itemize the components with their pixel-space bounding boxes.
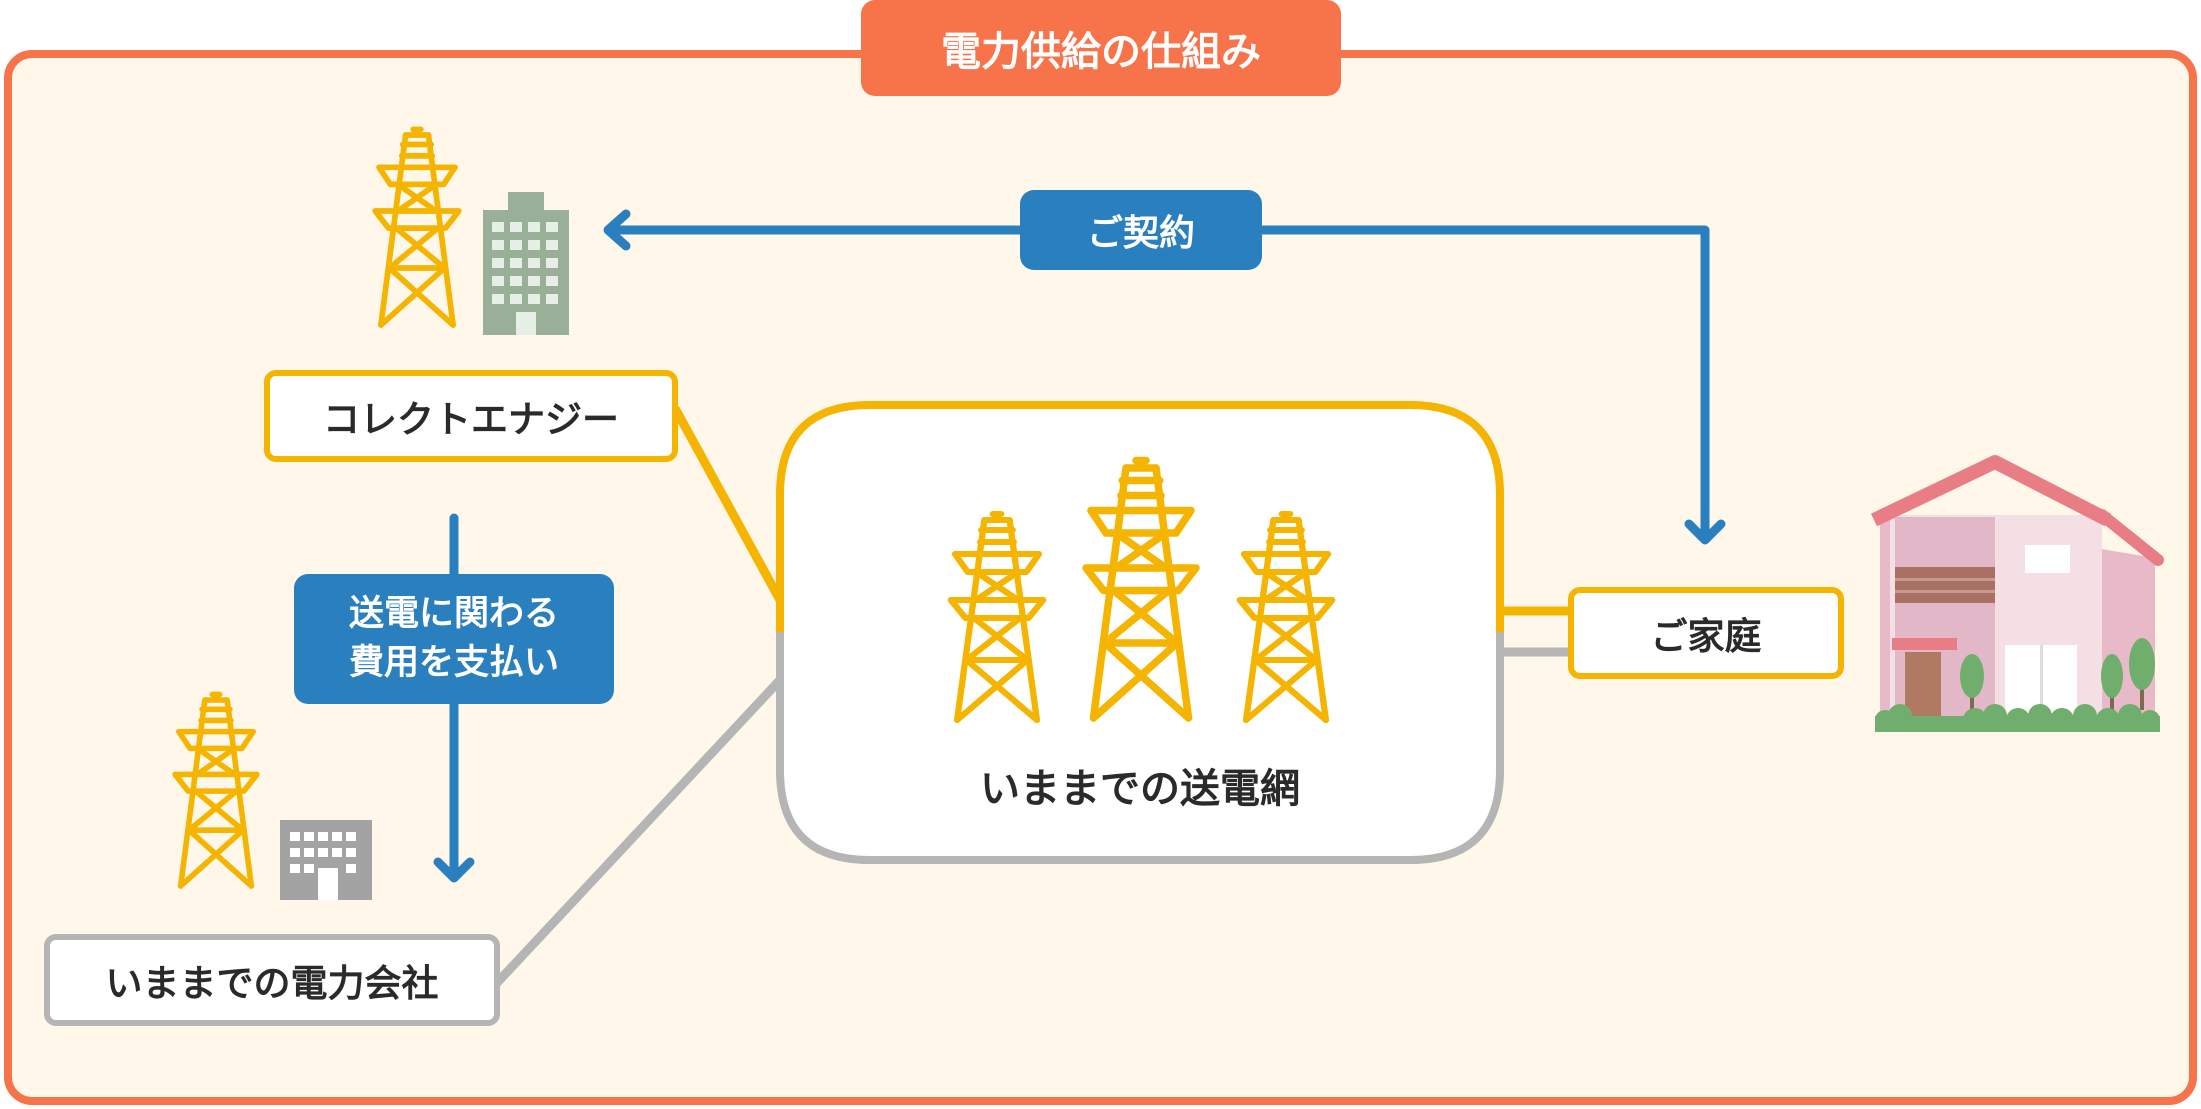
office-building-icon <box>483 192 569 335</box>
contract-arrow-line <box>607 225 1710 540</box>
house-icon <box>1870 455 2164 732</box>
payment-tag-line2: 費用を支払い <box>348 643 559 683</box>
collect-energy-node: コレクトエナジー <box>264 370 678 462</box>
payment-tag: 送電に関わる 費用を支払い <box>294 574 614 704</box>
grid-box-bottom <box>776 632 1504 864</box>
diagram-title: 電力供給の仕組み <box>861 0 1341 96</box>
payment-tag-line1: 送電に関わる <box>348 594 559 634</box>
contract-tag: ご契約 <box>1020 190 1262 270</box>
utility-building-icon <box>280 820 372 900</box>
former-utility-node: いままでの電力会社 <box>44 934 500 1026</box>
home-node: ご家庭 <box>1568 587 1844 679</box>
collect-to-grid-line <box>671 405 785 605</box>
grid-label: いままでの送電網 <box>980 766 1300 812</box>
connectors <box>490 405 1575 990</box>
grid-box-top <box>776 401 1504 632</box>
contract-arrow-head-down <box>1684 519 1726 545</box>
payment-arrow-head <box>433 857 475 883</box>
contract-arrow-head-left <box>603 209 631 251</box>
utility-to-grid-line <box>490 675 785 990</box>
